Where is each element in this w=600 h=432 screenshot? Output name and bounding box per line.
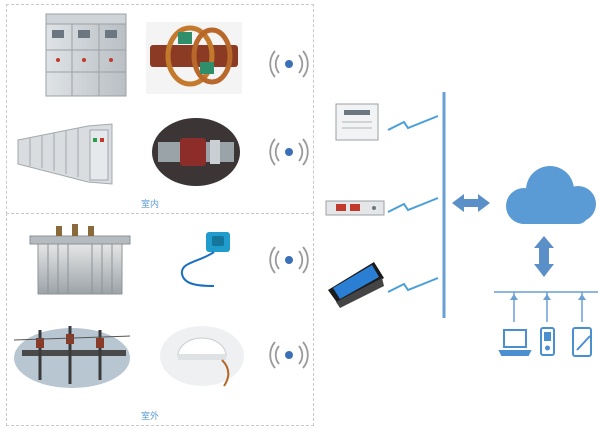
dome-sensor [160, 326, 244, 387]
rack-unit-receiver [325, 200, 385, 216]
outdoor-zone [6, 213, 314, 426]
terminal-arrowheads [510, 294, 586, 300]
wall-panel-receiver [335, 103, 379, 141]
bus-cloud-double-arrow [452, 194, 490, 212]
wireless-signal-icon [269, 341, 309, 369]
wireless-signal-icon [269, 138, 309, 166]
clamp-temperature-sensor [180, 232, 230, 287]
oil-transformer [29, 224, 131, 295]
overhead-line-switch [13, 326, 131, 388]
mobile-phone-icon [540, 327, 555, 356]
switchgear-row [17, 123, 113, 185]
cloud-terminal-double-arrow [534, 236, 554, 277]
cloud-icon [506, 166, 596, 224]
outdoor-zone-label: 室外 [141, 412, 160, 422]
wireless-signal-icon [269, 246, 309, 274]
laptop-icon [498, 329, 532, 356]
wireless-link-bolt [387, 277, 439, 293]
touch-screen-terminal [328, 262, 384, 308]
busbar-sensor-coil [146, 22, 242, 94]
wireless-link-bolt [387, 115, 439, 131]
switchgear-cabinet [45, 13, 127, 97]
cable-joint-sensor [152, 118, 240, 186]
wireless-signal-icon [269, 50, 309, 78]
tablet-icon [572, 327, 592, 357]
indoor-zone-label: 室内 [141, 200, 160, 210]
wireless-link-bolt [387, 197, 439, 213]
